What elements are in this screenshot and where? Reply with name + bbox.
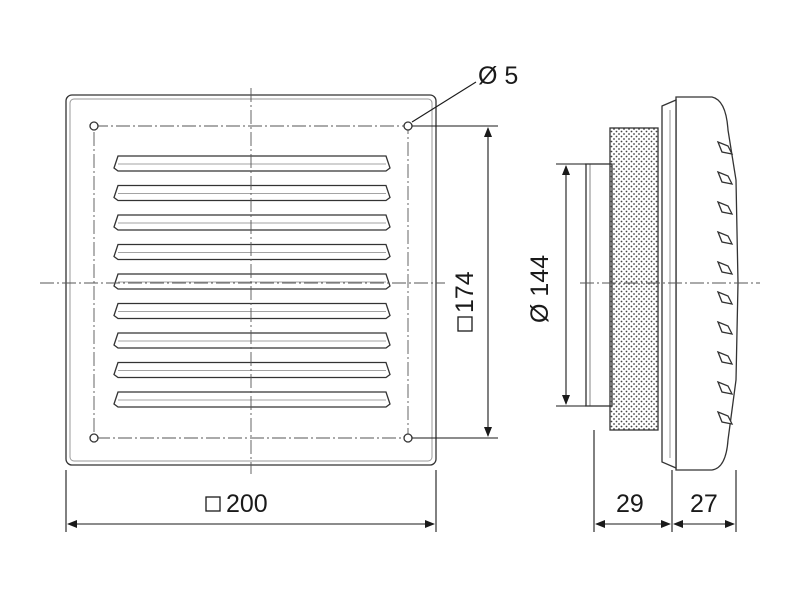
square-symbol <box>205 496 221 512</box>
grille-fin <box>716 380 734 395</box>
grille-fin <box>716 230 734 245</box>
front-width-dimension: 200 <box>65 470 437 532</box>
hole-spacing-label: 174 <box>451 271 479 313</box>
filter-depth-label: 29 <box>616 490 644 518</box>
grille-fin <box>716 410 734 425</box>
mounting-hole <box>89 433 99 443</box>
louvre-blade <box>113 214 391 231</box>
mounting-hole <box>89 121 99 131</box>
grille-fin <box>716 350 734 365</box>
louvre-blade <box>113 391 391 408</box>
louvre-blades <box>113 155 391 408</box>
grille-fin <box>716 290 734 305</box>
mounting-hole <box>403 121 413 131</box>
mounting-pitch-outline <box>93 125 409 439</box>
grille-fin <box>716 140 734 155</box>
grille-fin <box>716 170 734 185</box>
grille-fins <box>716 140 734 425</box>
louvre-blade <box>113 273 391 290</box>
hole-diameter-label: Ø 5 <box>478 62 518 90</box>
louvre-blade <box>113 155 391 172</box>
duct-diameter-dimension: Ø 144 <box>526 163 586 407</box>
grille-body-profile <box>675 96 739 471</box>
louvre-blade <box>113 361 391 379</box>
louvre-blade <box>113 332 391 349</box>
grille-fin <box>716 320 734 335</box>
duct-diameter-label: Ø 144 <box>526 255 554 323</box>
mounting-hole <box>403 433 413 443</box>
louvre-blade <box>113 302 391 320</box>
square-symbol <box>457 316 473 332</box>
filter-mesh <box>609 127 659 431</box>
hole-spacing-dimension: 174 <box>412 125 498 439</box>
front-view <box>40 88 445 474</box>
front-width-label: 200 <box>226 490 268 518</box>
louvre-blade <box>113 184 391 202</box>
louvre-blade <box>113 243 391 261</box>
grille-fin <box>716 200 734 215</box>
grille-fin <box>716 260 734 275</box>
hole-leader-line <box>411 81 477 123</box>
depth-dimensions: 29 27 <box>593 430 737 532</box>
mounting-holes <box>89 121 413 443</box>
side-view <box>580 96 760 471</box>
grille-depth-label: 27 <box>690 490 718 518</box>
